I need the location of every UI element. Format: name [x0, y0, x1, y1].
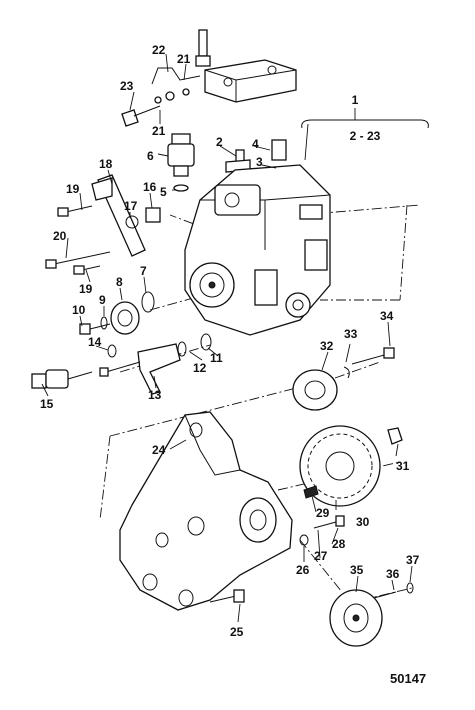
- callout-33: 33: [344, 327, 358, 341]
- bolt-27-28: [299, 515, 345, 546]
- callout-12: 12: [193, 361, 207, 375]
- callout-6: 6: [147, 149, 154, 163]
- callout-32: 32: [320, 339, 334, 353]
- callout-21-top: 21: [177, 52, 191, 66]
- callout-26: 26: [296, 563, 310, 577]
- callout-13: 13: [148, 388, 162, 402]
- idler-pulley-32: [292, 347, 395, 411]
- callout-28: 28: [332, 537, 346, 551]
- callout-15: 15: [40, 397, 54, 411]
- callout-19-top: 19: [66, 182, 80, 196]
- callout-2: 2: [216, 135, 223, 149]
- fitting-16-17: [125, 207, 161, 229]
- injection-pump-body: [184, 164, 331, 336]
- callout-4: 4: [252, 137, 259, 151]
- tensioner-pulley-35: [329, 582, 414, 647]
- bolts-19-20: [45, 205, 111, 275]
- leader-lines: [41, 53, 413, 623]
- callout-16: 16: [143, 180, 157, 194]
- callout-24: 24: [152, 443, 166, 457]
- group-range: 2 - 23: [350, 129, 381, 143]
- callout-34: 34: [380, 309, 394, 323]
- bolt-10: [79, 316, 111, 335]
- callout-35: 35: [350, 563, 364, 577]
- callout-10: 10: [72, 303, 86, 317]
- callout-29: 29: [316, 506, 330, 520]
- callout-31: 31: [396, 459, 410, 473]
- callout-3: 3: [256, 155, 263, 169]
- callout-36: 36: [386, 567, 400, 581]
- cold-start-device: [110, 291, 155, 335]
- callout-17: 17: [124, 199, 138, 213]
- callout-23: 23: [120, 79, 134, 93]
- lever-13: [99, 333, 212, 395]
- fuel-line: [151, 67, 201, 104]
- pump-cover: [195, 29, 297, 103]
- bolt-23: [121, 105, 161, 127]
- shutoff-solenoid: [167, 133, 195, 192]
- callout-9: 9: [99, 293, 106, 307]
- bolt-25: [209, 589, 245, 603]
- callout-11: 11: [210, 351, 223, 365]
- callout-20: 20: [53, 229, 67, 243]
- bracket-18: [91, 174, 146, 257]
- callout-27: 27: [314, 549, 328, 563]
- valve-15: [31, 344, 117, 389]
- figure-number: 50147: [390, 671, 426, 686]
- callout-21-bottom: 21: [152, 124, 166, 138]
- callout-14: 14: [88, 335, 102, 349]
- callout-5: 5: [160, 185, 167, 199]
- callout-19-bottom: 19: [79, 282, 93, 296]
- callout-37: 37: [406, 553, 420, 567]
- callout-8: 8: [116, 275, 123, 289]
- callout-18: 18: [99, 157, 113, 171]
- callout-22: 22: [152, 43, 166, 57]
- mounting-bracket-24: [119, 411, 293, 611]
- callout-25: 25: [230, 625, 244, 639]
- callout-30: 30: [356, 515, 370, 529]
- callout-labels: 2 3 4 5 6 7 8 9 10 11 12 13 14 15 16 17 …: [40, 43, 420, 639]
- callout-7: 7: [140, 264, 147, 278]
- group-bracket: [301, 108, 429, 161]
- group-number: 1: [352, 93, 359, 107]
- sprocket-30: [299, 425, 403, 507]
